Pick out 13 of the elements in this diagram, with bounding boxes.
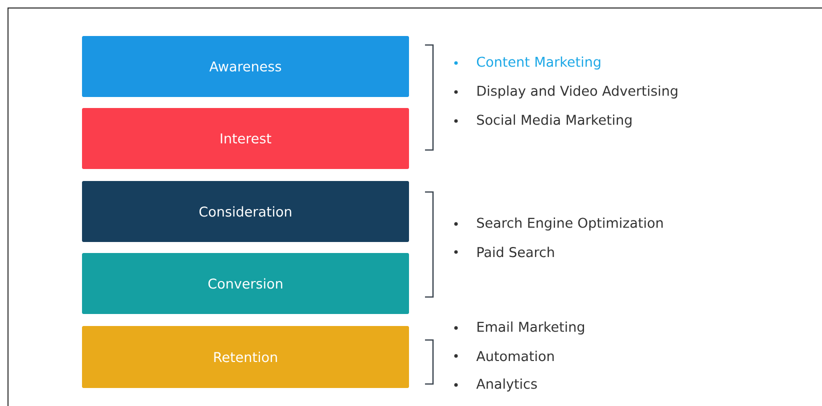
stage-box: Conversion	[82, 253, 409, 314]
list-item: Display and Video Advertising	[478, 85, 678, 99]
stage-box: Awareness	[82, 36, 409, 97]
stage-box: Consideration	[82, 180, 409, 242]
list-item: Social Media Marketing	[477, 114, 632, 128]
list-item: Content Marketing	[476, 56, 600, 70]
list-item: Email Marketing	[478, 321, 584, 335]
list-item: Paid Search	[478, 246, 554, 258]
stage-box: Interest	[82, 108, 409, 169]
list-item: Search Engine Optimization	[477, 217, 663, 231]
list-item: Automation	[476, 350, 554, 362]
list-item: Analytics	[476, 378, 537, 392]
stage-box: Retention	[82, 326, 409, 388]
